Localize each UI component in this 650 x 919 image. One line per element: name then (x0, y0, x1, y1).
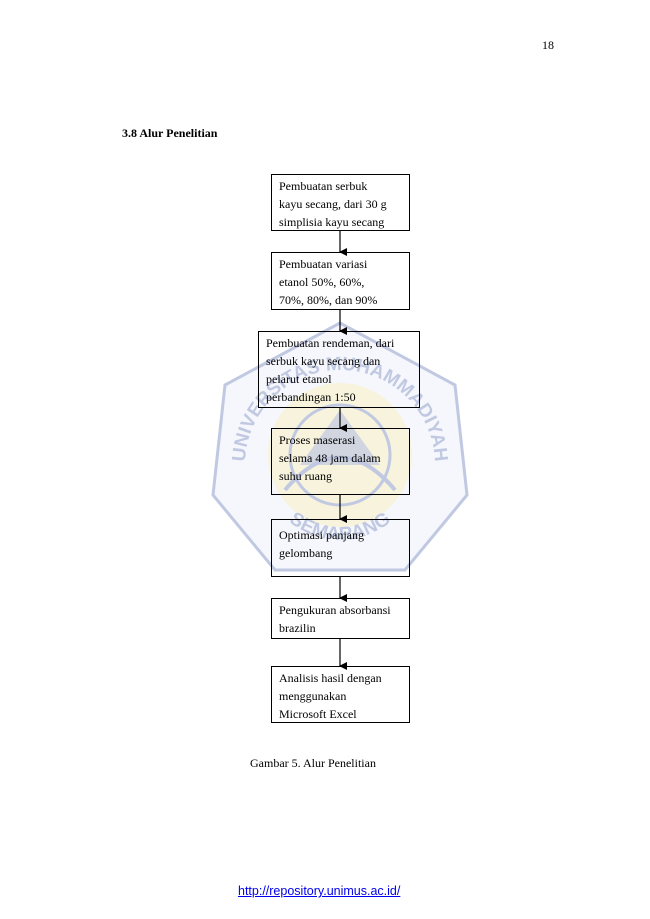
flow-step-3: Pembuatan rendeman, dari serbuk kayu sec… (258, 331, 420, 408)
flow-step-text: etanol 50%, 60%, (279, 275, 365, 289)
flow-step-text: Pengukuran absorbansi (279, 603, 391, 617)
flow-step-text: selama 48 jam dalam (279, 451, 381, 465)
flow-step-4: Proses maserasi selama 48 jam dalam suhu… (271, 428, 410, 495)
flow-step-text: serbuk kayu secang dan (266, 354, 381, 368)
flow-step-text: perbandingan 1:50 (266, 390, 356, 404)
section-heading: 3.8 Alur Penelitian (122, 126, 218, 140)
flow-step-text: simplisia kayu secang (279, 215, 385, 229)
flow-step-text: Optimasi panjang (279, 528, 364, 542)
flow-step-text: Pembuatan variasi (279, 257, 368, 271)
flow-step-5: Optimasi panjang gelombang (271, 519, 410, 577)
flow-step-7: Analisis hasil dengan menggunakan Micros… (271, 666, 410, 723)
flow-step-text: Proses maserasi (279, 433, 356, 447)
flow-step-text: suhu ruang (279, 469, 332, 483)
page-number: 18 (542, 38, 554, 52)
flow-step-text: pelarut etanol (266, 372, 332, 386)
flow-step-2: Pembuatan variasi etanol 50%, 60%, 70%, … (271, 252, 410, 310)
flow-step-text: 70%, 80%, dan 90% (279, 293, 378, 307)
flow-step-text: Pembuatan serbuk (279, 179, 368, 193)
figure-caption: Gambar 5. Alur Penelitian (250, 756, 376, 770)
flow-step-text: Microsoft Excel (279, 707, 357, 721)
flow-step-text: brazilin (279, 621, 316, 635)
flow-step-text: gelombang (279, 546, 333, 560)
repository-link[interactable]: http://repository.unimus.ac.id/ (238, 884, 401, 898)
flow-step-6: Pengukuran absorbansi brazilin (271, 598, 410, 639)
flow-step-text: Analisis hasil dengan (279, 671, 382, 685)
flow-step-text: Pembuatan rendeman, dari (266, 336, 395, 350)
flow-step-text: menggunakan (279, 689, 347, 703)
flow-step-1: Pembuatan serbuk kayu secang, dari 30 g … (271, 174, 410, 231)
logo-shield (211, 321, 469, 572)
logo-inner-circle (268, 383, 412, 527)
flow-step-text: kayu secang, dari 30 g (279, 197, 387, 211)
